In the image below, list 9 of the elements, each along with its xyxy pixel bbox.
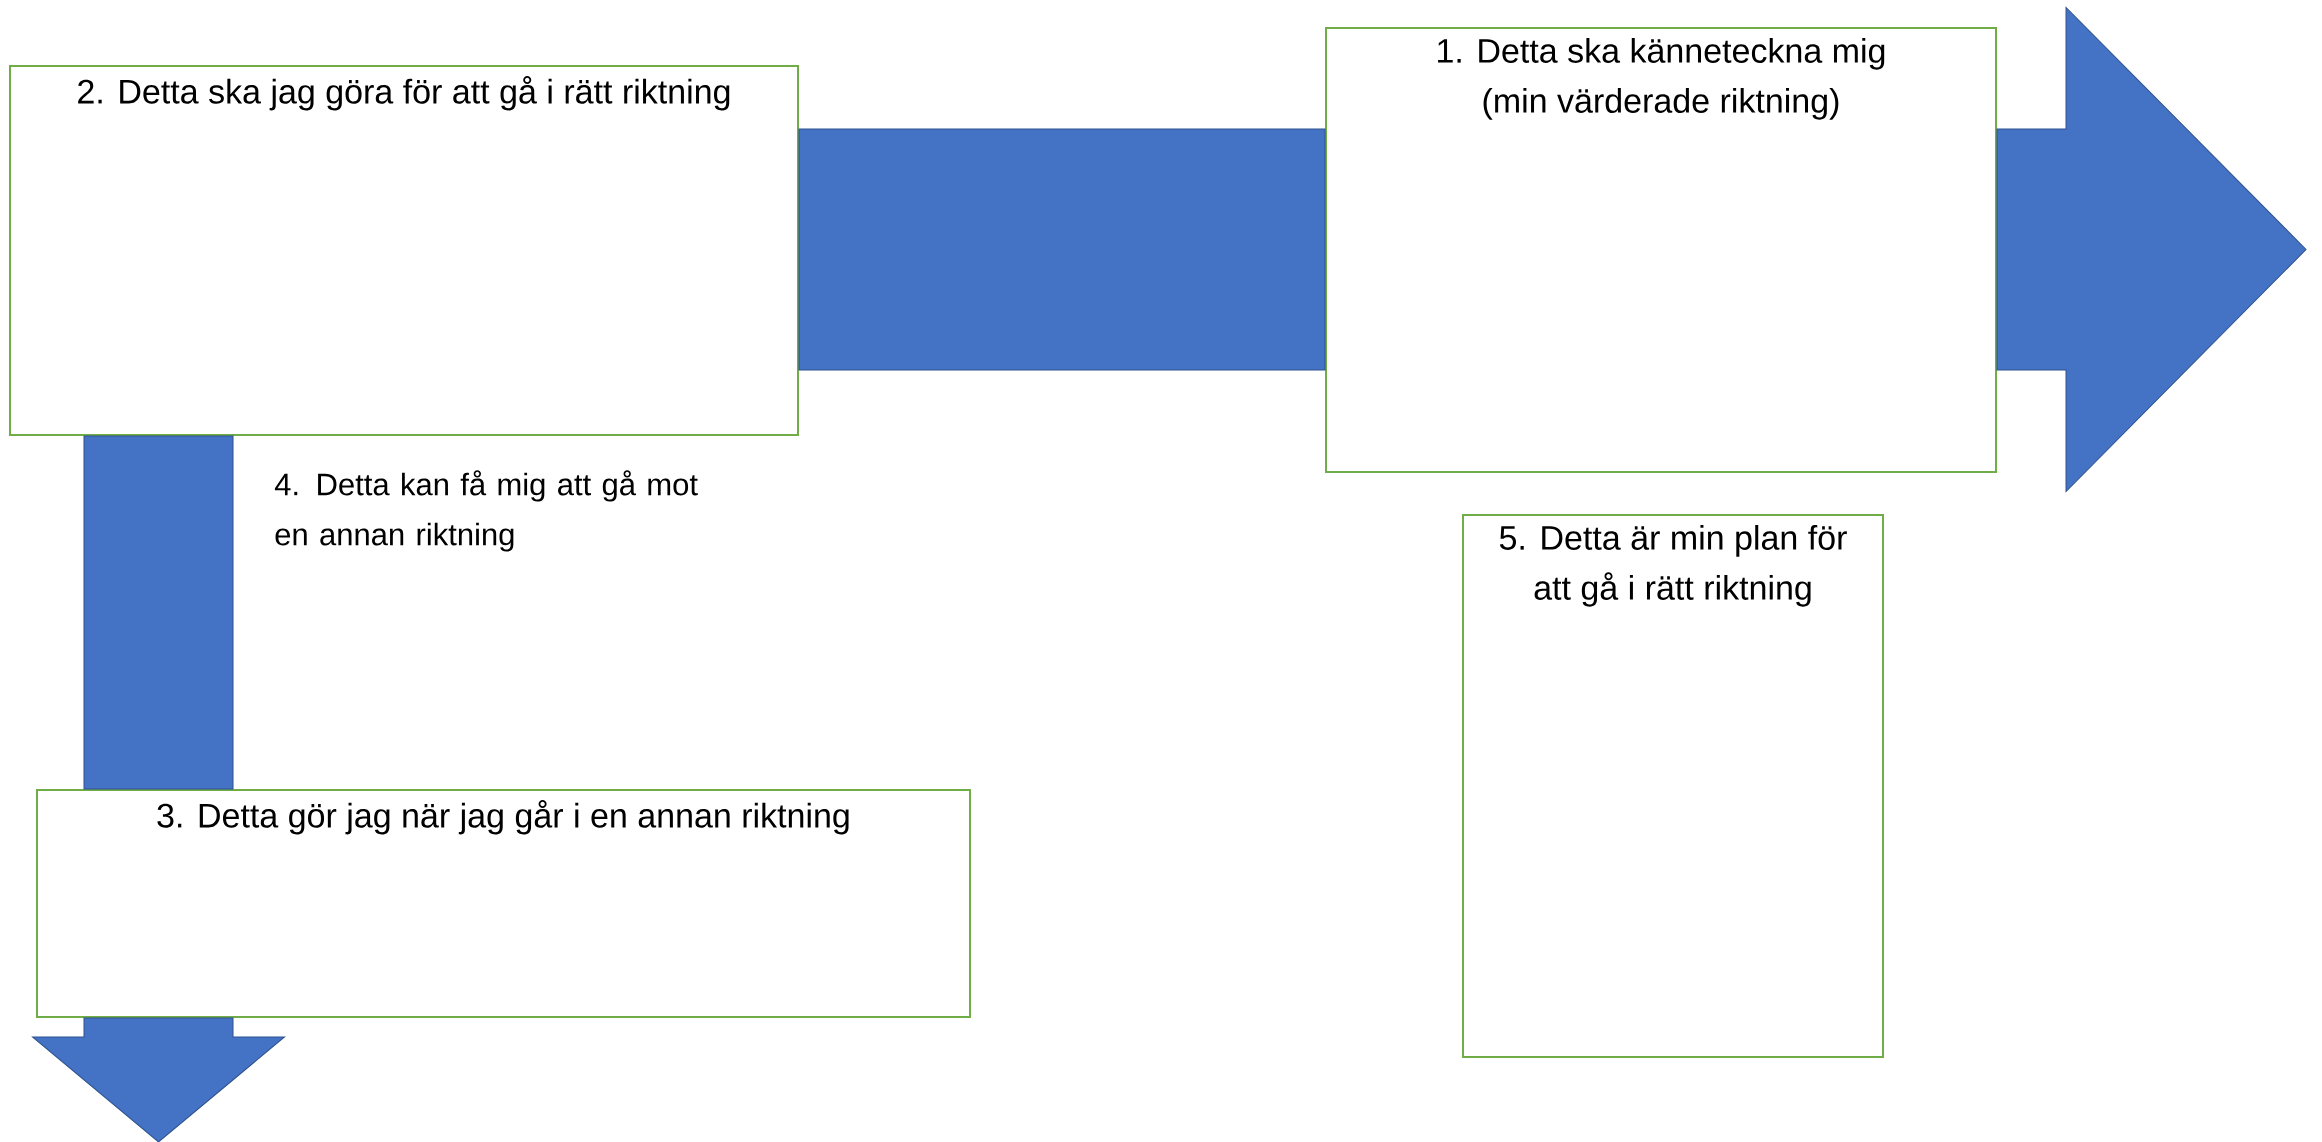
note-text: 4. Detta kan få mig att gå mot en annan riktning — [274, 470, 698, 552]
text-box: 2. Detta ska jag göra för att gå i rätt riktning — [9, 65, 799, 436]
text-box: 5. Detta är min plan för att gå i rätt riktning — [1462, 514, 1884, 1058]
block-arrow — [83, 435, 234, 790]
block-arrow — [798, 128, 1326, 371]
block-arrow — [1996, 7, 2307, 492]
text-box: 1. Detta ska känneteckna mig (min värderade riktning) — [1325, 27, 1997, 473]
text-box: 3. Detta gör jag när jag går i en annan riktning — [36, 789, 971, 1018]
block-arrow — [32, 1017, 285, 1142]
